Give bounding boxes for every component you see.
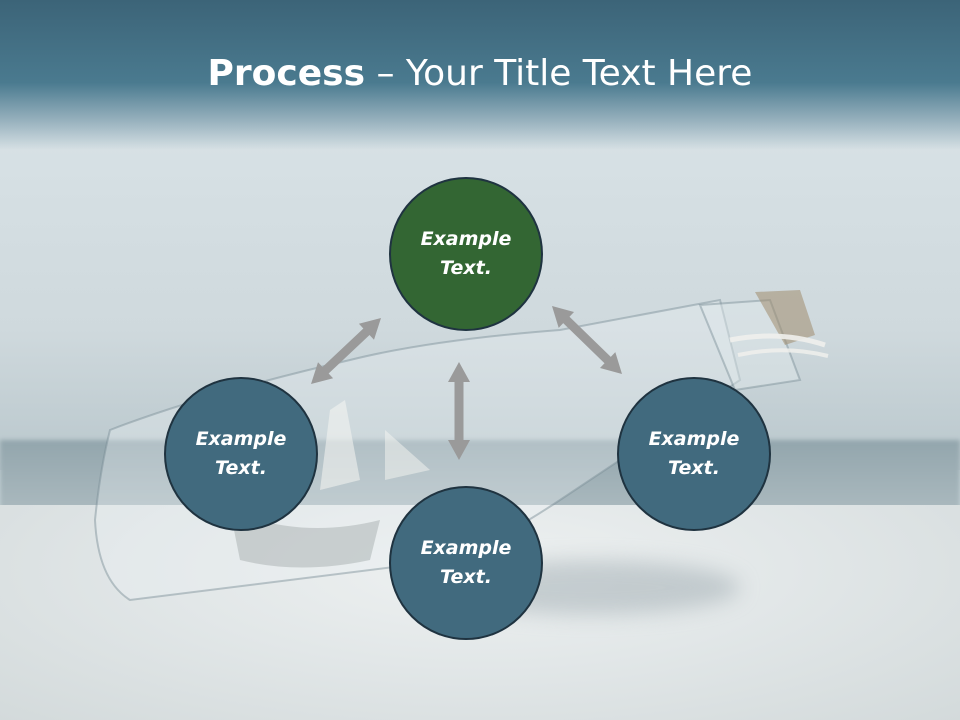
diagram-node-bottom: Example Text. xyxy=(389,486,543,640)
arrow-top-right xyxy=(552,306,623,375)
title-rest-part: – Your Title Text Here xyxy=(365,53,753,94)
title-bold-part: Process xyxy=(207,53,366,94)
node-top-label: Example Text. xyxy=(420,228,512,279)
title-bar: Process – Your Title Text Here xyxy=(0,0,960,150)
node-bottom-label: Example Text. xyxy=(420,537,512,588)
diagram-node-right: Example Text. xyxy=(617,377,771,531)
diagram-node-top: Example Text. xyxy=(389,177,543,331)
node-left-label: Example Text. xyxy=(195,428,287,479)
slide-title: Process – Your Title Text Here xyxy=(0,50,960,98)
arrow-top-bottom xyxy=(448,362,470,460)
arrow-top-left xyxy=(311,318,381,385)
node-right-label: Example Text. xyxy=(648,428,740,479)
diagram-node-left: Example Text. xyxy=(164,377,318,531)
